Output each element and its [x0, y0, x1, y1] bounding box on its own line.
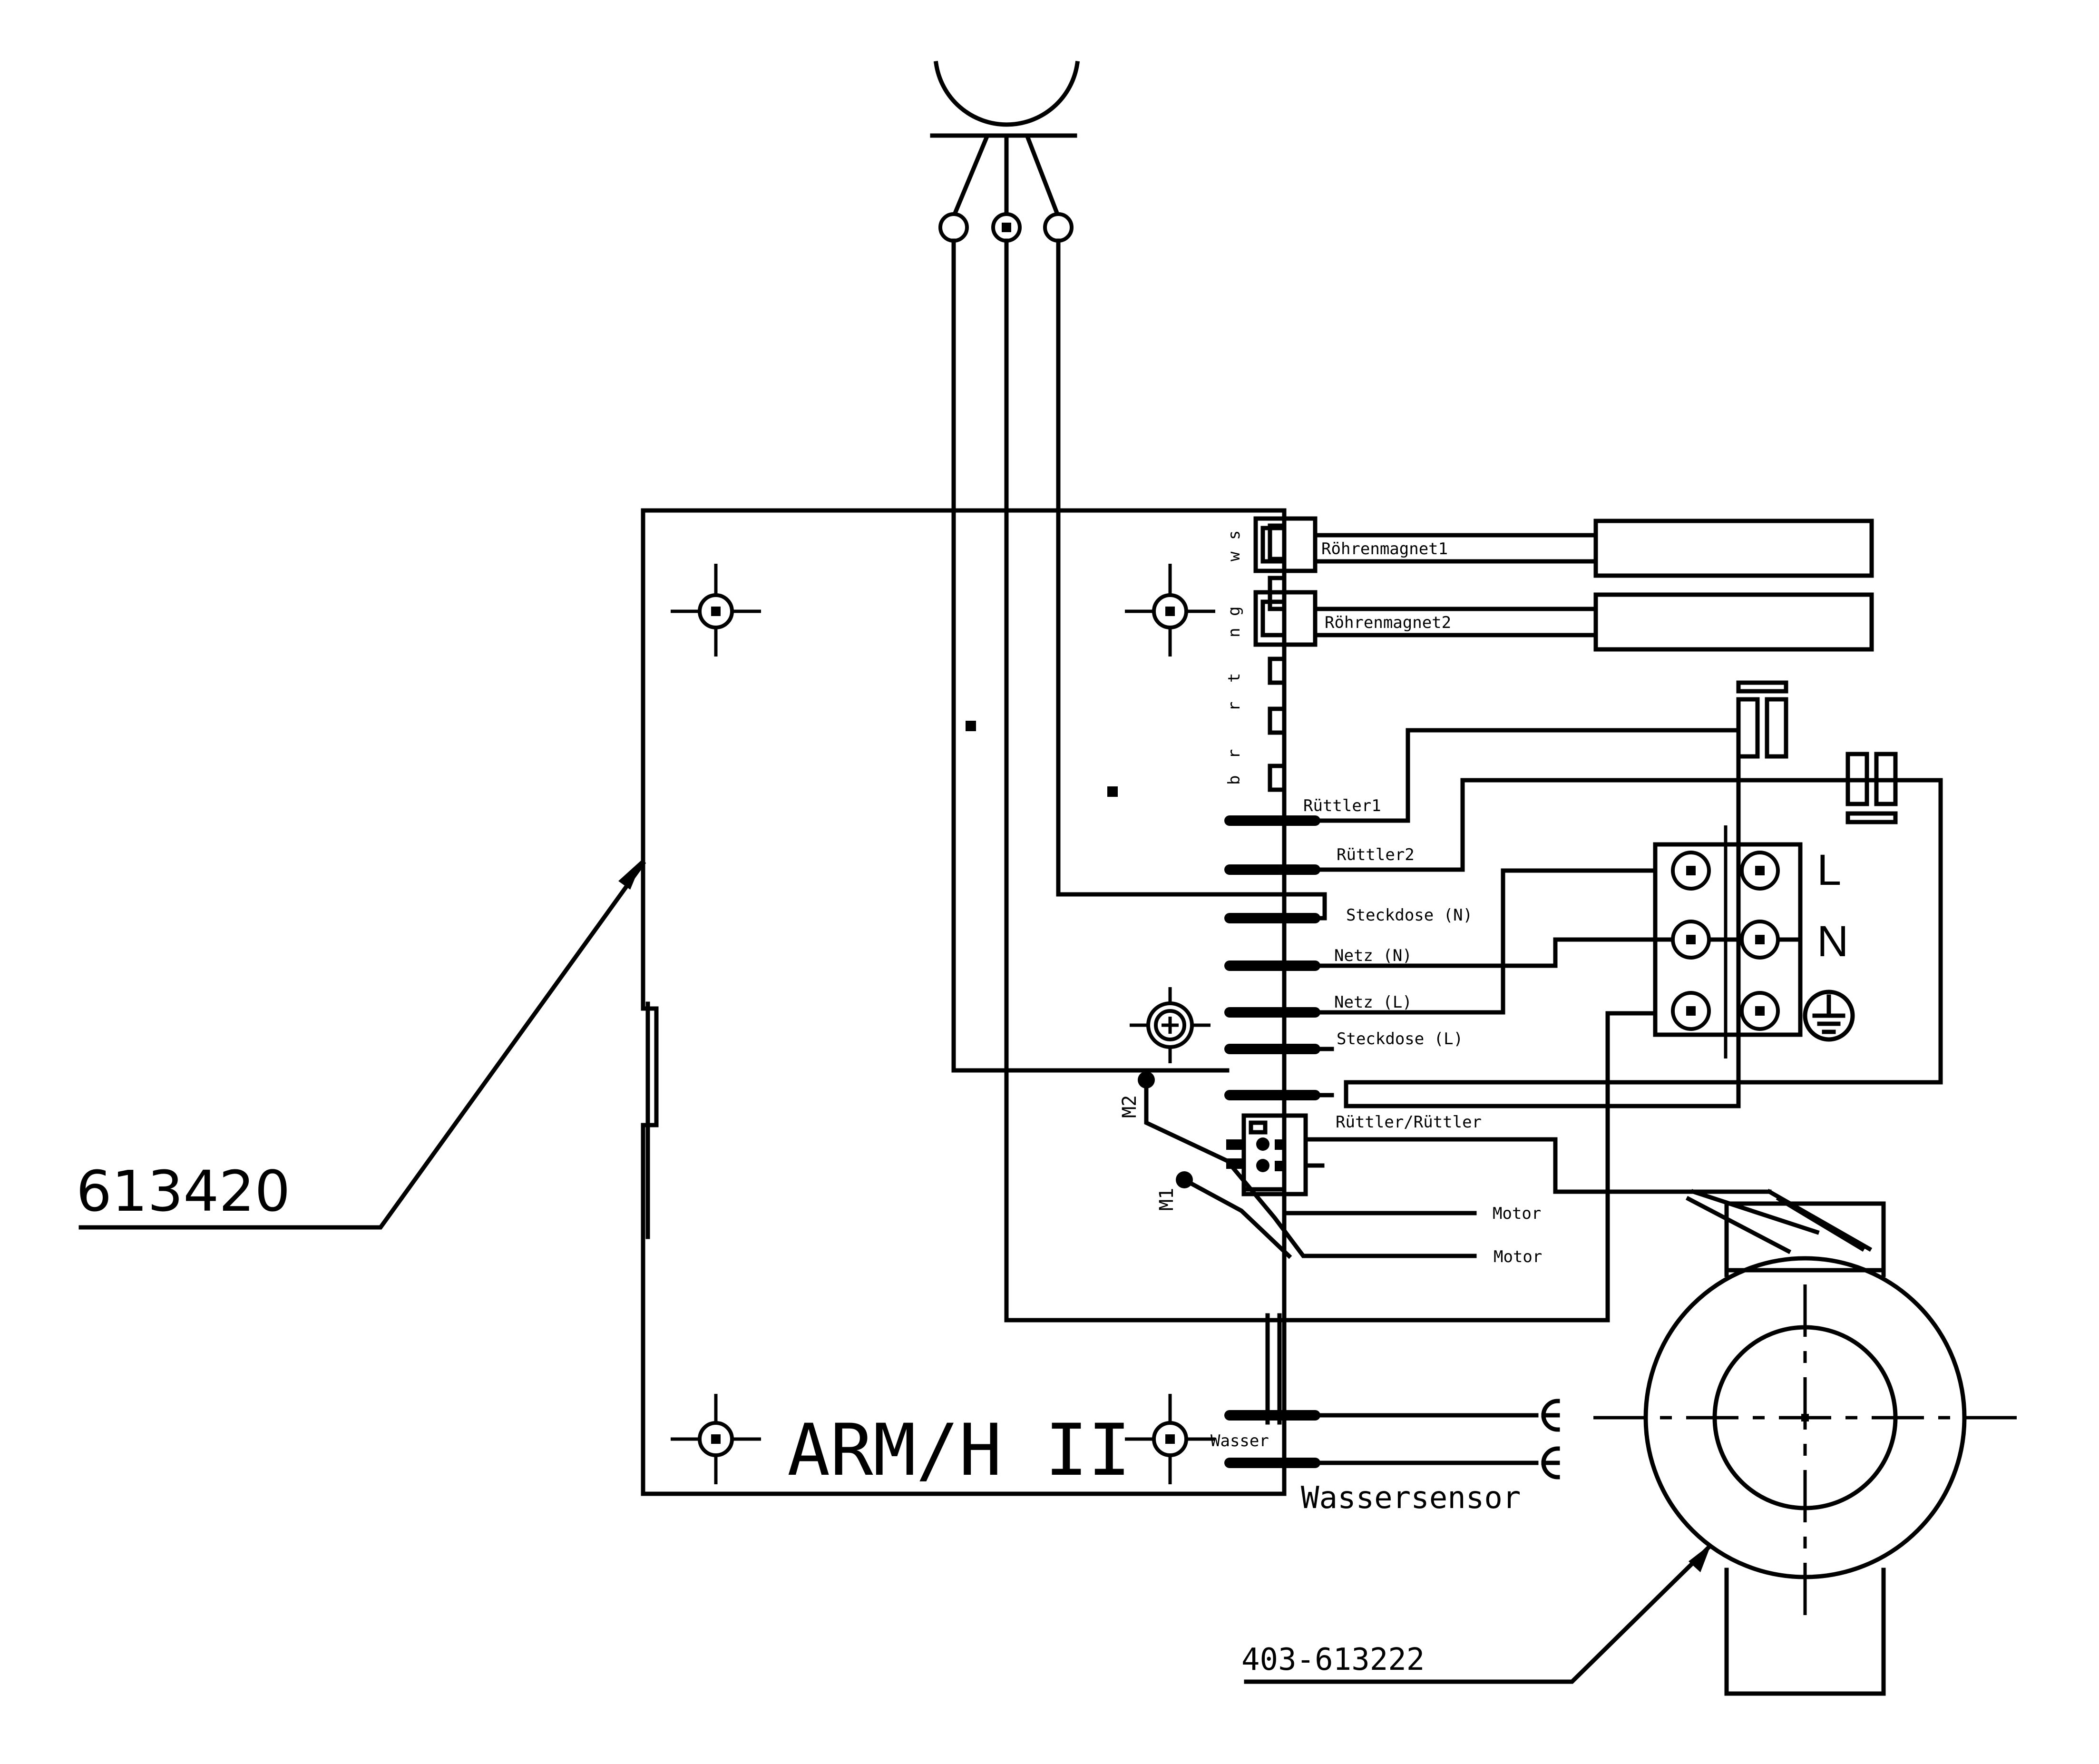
wire-color-g: g — [1225, 607, 1244, 616]
mounting-hole-bottom-right — [1125, 1394, 1215, 1484]
motor-unit — [1593, 1201, 2017, 1696]
socket-n-label: Steckdose (N) — [1346, 906, 1473, 925]
mains-l-label: Netz (L) — [1334, 993, 1412, 1012]
motor-b-label: Motor — [1494, 1247, 1542, 1266]
mains-n-label: Netz (N) — [1334, 946, 1412, 965]
wire-color-n: n — [1225, 628, 1244, 637]
board-name: ARM/H II — [787, 1409, 1131, 1492]
motor-connector — [1138, 1071, 1772, 1259]
connector-pins — [1224, 815, 1320, 1468]
wire-color-w: w — [1225, 551, 1244, 561]
vibrator1-label: Rüttler1 — [1303, 796, 1381, 815]
wire-color-pads — [1268, 508, 1287, 806]
water-pin-label: Wasser — [1211, 1431, 1269, 1450]
mounting-hole-top-left — [671, 564, 761, 657]
lead-wires — [951, 238, 1658, 1323]
tube-magnet-2-label: Röhrenmagnet2 — [1325, 613, 1451, 632]
motor-a-label: Motor — [1493, 1204, 1541, 1223]
terminal-line-label: L — [1817, 846, 1841, 894]
motor-part-leader — [1244, 1544, 1711, 1684]
wire-color-r: r — [1225, 702, 1244, 711]
motor-part-number: 403-613222 — [1241, 1642, 1425, 1677]
wire-color-t: t — [1225, 673, 1244, 683]
vibrator-vibrator-label: Rüttler/Rüttler — [1336, 1113, 1482, 1132]
vibrator2-label: Rüttler2 — [1337, 845, 1415, 864]
tube-magnet-2 — [1253, 590, 1874, 652]
mounting-hole-bottom-left — [671, 1394, 761, 1484]
tube-magnet-1 — [1253, 516, 1874, 578]
screw-terminal — [1130, 987, 1211, 1063]
terminal-neutral-label: N — [1817, 917, 1848, 966]
water-sensor — [1313, 1399, 1560, 1480]
motor-terminal-m2: M2 — [1119, 1095, 1141, 1118]
mains-wiring — [1313, 868, 1803, 1098]
mounting-hole-top-right — [1125, 564, 1215, 657]
tube-magnet-1-label: Röhrenmagnet1 — [1321, 539, 1448, 559]
water-sensor-label: Wassersensor — [1301, 1480, 1521, 1516]
wire-color-s: s — [1225, 530, 1244, 540]
protective-earth-icon — [1803, 990, 1855, 1042]
wire-color-r2: r — [1225, 749, 1244, 759]
vibrator-circuit — [1313, 680, 1943, 1108]
pcb-board — [641, 508, 1287, 1496]
motor-leads — [1685, 1188, 1873, 1254]
wire-color-b: b — [1225, 775, 1244, 785]
top-connector — [930, 60, 1080, 243]
terminal-block — [1653, 825, 1803, 1058]
motor-terminal-m1: M1 — [1156, 1188, 1178, 1211]
board-part-leader — [78, 859, 646, 1230]
socket-l-label: Steckdose (L) — [1337, 1029, 1463, 1049]
board-part-number: 613420 — [76, 1158, 290, 1224]
